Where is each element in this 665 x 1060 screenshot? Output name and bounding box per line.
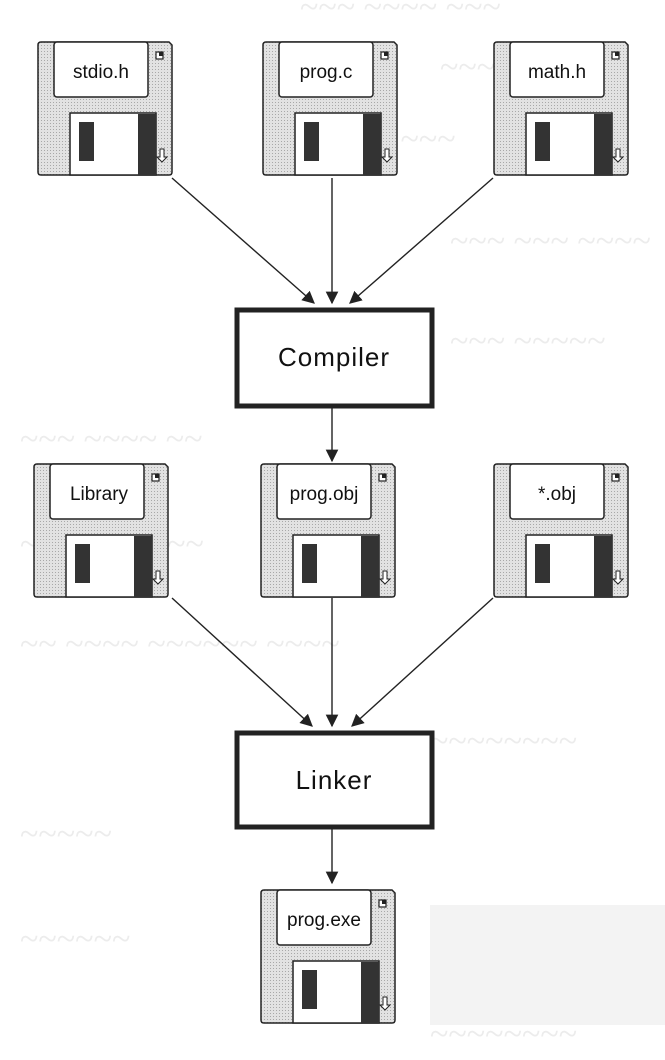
disk-label-star-obj: *.obj <box>538 484 576 505</box>
disk-prog-exe: prog.exe <box>260 889 396 1024</box>
svg-text:~~~~~~~~: ~~~~~~~~ <box>430 723 577 760</box>
disk-label-stdio-h: stdio.h <box>73 62 129 83</box>
svg-text:~~~~~~: ~~~~~~ <box>20 921 130 958</box>
svg-text:~~~ ~~~~~: ~~~ ~~~~~ <box>450 323 606 360</box>
disk-star-obj: *.obj <box>493 463 629 598</box>
disk-label-prog-exe: prog.exe <box>287 910 361 931</box>
connector-arrows <box>171 177 494 885</box>
disk-label-prog-c: prog.c <box>300 62 353 83</box>
svg-text:~~~~~: ~~~~~ <box>20 816 112 853</box>
disk-label-math-h: math.h <box>528 62 586 83</box>
disk-math-h: math.h <box>493 41 629 176</box>
arrow-stdio-to-compiler <box>171 177 315 304</box>
linker-label: Linker <box>296 765 373 795</box>
compiler-label: Compiler <box>278 342 390 372</box>
disk-label-prog-obj: prog.obj <box>290 484 359 505</box>
svg-text:~~~ ~~~~ ~~~: ~~~ ~~~~ ~~~ <box>300 0 501 26</box>
disk-label-library: Library <box>70 484 129 505</box>
svg-text:~~~ ~~~~ ~~: ~~~ ~~~~ ~~ <box>20 421 203 458</box>
disk-library: Library <box>33 463 169 598</box>
arrow-star-obj-to-linker <box>351 597 494 727</box>
arrow-math-to-compiler <box>349 177 494 304</box>
disk-prog-c: prog.c <box>262 41 398 176</box>
compiler-box: Compiler <box>234 307 435 409</box>
svg-text:~~ ~~~~ ~~~~~~ ~~~~: ~~ ~~~~ ~~~~~~ ~~~~ <box>20 626 340 663</box>
linker-box: Linker <box>234 730 435 830</box>
arrow-library-to-linker <box>171 597 313 727</box>
disk-stdio-h: stdio.h <box>37 41 173 176</box>
disk-prog-obj: prog.obj <box>260 463 396 598</box>
svg-text:~~~ ~~~ ~~~~: ~~~ ~~~ ~~~~ <box>450 223 651 260</box>
